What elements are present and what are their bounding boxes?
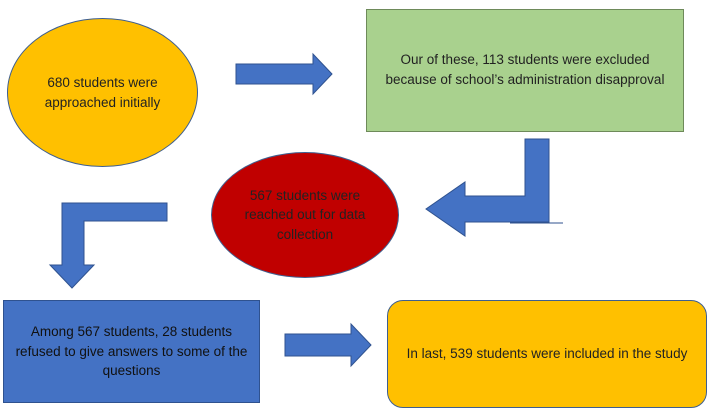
arrow-bent-down-left [425, 138, 550, 237]
node-refused-text: Among 567 students, 28 students refused … [15, 324, 248, 379]
node-approached: 680 students were approached initially [7, 18, 198, 167]
node-included: In last, 539 students were included in t… [387, 300, 707, 408]
node-included-text: In last, 539 students were included in t… [406, 346, 688, 362]
node-reached: 567 students were reached out for data c… [211, 152, 399, 278]
arrow-bent-left-down [48, 202, 168, 289]
arrow-right-1 [235, 52, 333, 96]
node-approached-text: 680 students were approached initially [44, 74, 161, 110]
node-excluded-text: Our of these, 113 students were excluded… [385, 52, 665, 87]
arrow-right-2 [284, 322, 372, 368]
node-excluded: Our of these, 113 students were excluded… [366, 9, 684, 132]
node-refused: Among 567 students, 28 students refused … [3, 300, 260, 403]
node-reached-text: 567 students were reached out for data c… [244, 187, 366, 242]
